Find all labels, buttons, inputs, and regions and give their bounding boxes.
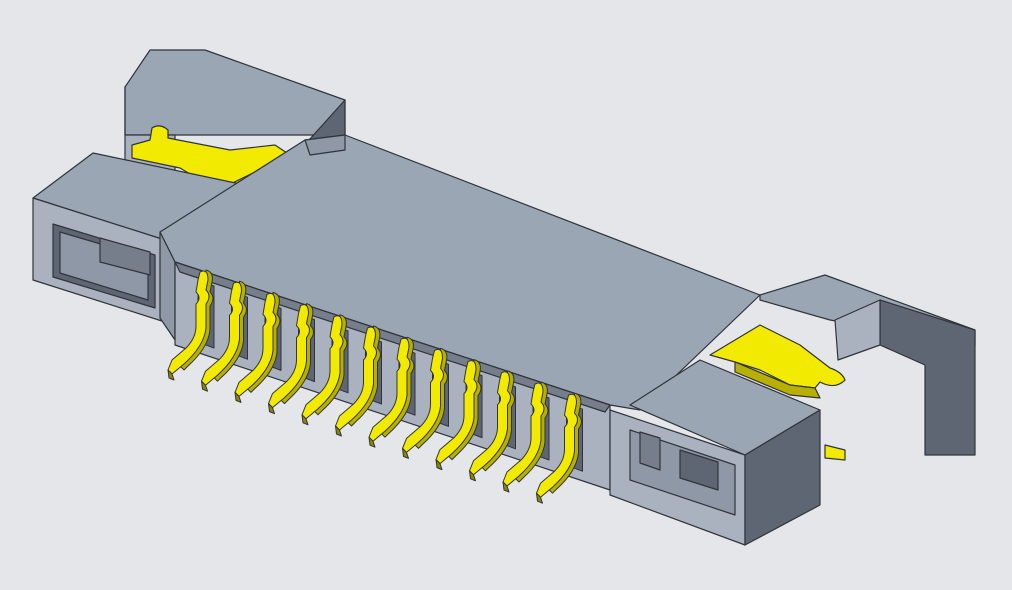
contact-pin bbox=[435, 359, 483, 471]
contact-pin bbox=[368, 336, 416, 448]
contact-pin-face bbox=[502, 382, 545, 487]
contact-pin-face bbox=[335, 326, 377, 431]
contact-pin-foot bbox=[268, 403, 275, 415]
contact-pin-foot bbox=[402, 447, 409, 459]
contact-pin bbox=[301, 314, 349, 426]
contact-pin-face bbox=[268, 304, 310, 409]
contact-pin-foot bbox=[536, 492, 543, 504]
right-rear-latch-block bbox=[759, 274, 976, 456]
contact-pins bbox=[167, 269, 583, 504]
contact-pin bbox=[201, 280, 248, 392]
contact-pin-foot bbox=[435, 459, 443, 471]
contact-pin bbox=[335, 325, 382, 437]
contact-pin bbox=[536, 392, 583, 504]
contact-pin-foot bbox=[167, 369, 175, 381]
contact-pin-face bbox=[301, 315, 344, 420]
contact-pin-face bbox=[167, 270, 210, 375]
contact-pin bbox=[402, 347, 449, 459]
contact-pin bbox=[234, 291, 282, 403]
contact-pin-face bbox=[536, 393, 578, 498]
contact-pin bbox=[469, 370, 516, 482]
contact-pin-face bbox=[435, 360, 478, 465]
contact-pin-foot bbox=[335, 425, 342, 437]
contact-pin-foot bbox=[201, 380, 208, 392]
contact-pin-foot bbox=[368, 436, 376, 448]
contact-pin-face bbox=[402, 348, 444, 453]
contact-pin-face bbox=[469, 371, 511, 476]
contact-pin-face bbox=[234, 292, 277, 397]
right-front-frame bbox=[609, 359, 821, 546]
contact-pin-face bbox=[201, 281, 243, 386]
right-hold-down-tab bbox=[709, 324, 846, 461]
contact-pin bbox=[502, 381, 550, 493]
contact-pin bbox=[268, 303, 315, 415]
contact-pin-foot bbox=[301, 414, 309, 426]
contact-pin bbox=[167, 269, 215, 381]
contact-pin-face bbox=[368, 337, 411, 442]
contact-pin-foot bbox=[234, 391, 242, 403]
contact-pin-foot bbox=[469, 470, 476, 482]
contact-pin-foot bbox=[502, 481, 510, 493]
